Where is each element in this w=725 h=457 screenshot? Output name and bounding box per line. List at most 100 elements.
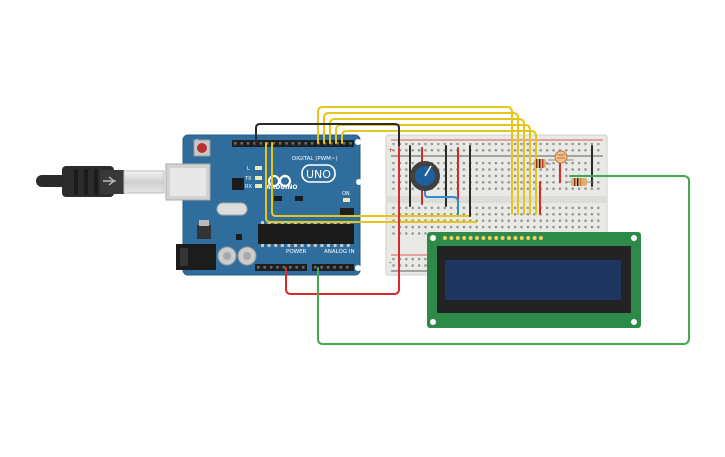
chip-pin xyxy=(327,244,330,247)
lcd-pin[interactable] xyxy=(443,236,447,240)
header-hole xyxy=(234,142,237,145)
digital-label: DIGITAL (PWM~) xyxy=(292,156,338,162)
led-on xyxy=(343,198,350,202)
yellow-wire xyxy=(317,106,513,215)
uno-logo-badge xyxy=(301,164,336,183)
wires[interactable] xyxy=(255,106,690,345)
chip-pin xyxy=(261,221,264,224)
header-hole xyxy=(276,266,279,269)
yellow-wire xyxy=(341,130,537,215)
chip-pin xyxy=(261,244,264,247)
header-hole xyxy=(320,266,323,269)
lcd-pin[interactable] xyxy=(532,236,537,240)
header-hole xyxy=(339,266,343,269)
lcd-pin[interactable] xyxy=(468,236,473,240)
header-hole xyxy=(301,266,305,269)
header-hole xyxy=(295,266,298,269)
lcd-pin[interactable] xyxy=(500,236,505,240)
crystal xyxy=(216,202,248,216)
chip-pin xyxy=(320,244,324,247)
red-wire xyxy=(285,147,400,295)
lcd-pin[interactable] xyxy=(481,236,486,240)
header-hole xyxy=(266,142,269,145)
lcd-screen xyxy=(445,260,621,300)
black-wire xyxy=(255,123,400,147)
header-hole xyxy=(278,142,282,145)
lcd-pin[interactable] xyxy=(539,236,543,240)
lcd-pin[interactable] xyxy=(507,236,511,240)
led-tx-label: TX xyxy=(244,176,252,182)
chip-pin xyxy=(280,244,284,247)
rail-minus-label: - xyxy=(389,259,392,267)
header-hole xyxy=(298,142,301,145)
lcd-pin[interactable] xyxy=(513,236,518,240)
led-l xyxy=(255,166,262,170)
power-header[interactable] xyxy=(255,264,307,271)
lcd-pin[interactable] xyxy=(519,236,524,240)
resistor[interactable] xyxy=(530,159,551,168)
lcd-pin[interactable] xyxy=(494,236,499,240)
arduino-brand: ARDUINO xyxy=(266,184,297,191)
yellow-wire xyxy=(329,118,525,215)
chip-pin xyxy=(333,244,337,247)
header-hole xyxy=(333,266,336,269)
potentiometer[interactable] xyxy=(410,161,440,191)
arduino-uno-board[interactable]: L TX RX ON − + ARDUINO UNO DIGITAL (PWM~… xyxy=(165,134,362,276)
chip-pin xyxy=(340,244,344,247)
lcd-pin[interactable] xyxy=(455,236,460,240)
lcd-16x2[interactable] xyxy=(427,232,641,328)
power-label: POWER xyxy=(286,249,307,255)
led-rx xyxy=(255,184,262,188)
lcd-pin[interactable] xyxy=(449,236,454,240)
header-hole xyxy=(253,142,256,145)
chip-pin xyxy=(307,244,311,247)
green-wire xyxy=(317,175,690,345)
header-hole xyxy=(269,266,273,269)
photoresistor[interactable] xyxy=(548,150,574,164)
usb-symbol-icon xyxy=(103,176,116,186)
analog-header[interactable] xyxy=(312,264,354,271)
header-hole xyxy=(282,266,286,269)
yellow-wire xyxy=(271,142,471,217)
chip-pin xyxy=(287,244,291,247)
yellow-wire xyxy=(335,124,531,215)
blue-wire xyxy=(424,187,459,215)
svg-text:+: + xyxy=(282,173,287,180)
header-hole xyxy=(272,142,275,145)
header-hole xyxy=(304,142,307,145)
header-hole xyxy=(346,266,349,269)
led-l-label: L xyxy=(247,166,250,172)
header-hole xyxy=(246,142,250,145)
led-on-label: ON xyxy=(342,191,350,197)
lcd-pin[interactable] xyxy=(487,236,492,240)
header-hole xyxy=(349,142,352,145)
chip-pin xyxy=(300,244,304,247)
resistor[interactable] xyxy=(566,178,594,186)
header-hole xyxy=(342,142,346,145)
header-hole xyxy=(330,142,333,145)
yellow-wire xyxy=(265,142,477,223)
header-hole xyxy=(314,266,317,269)
chip-pin xyxy=(346,244,350,247)
chip-pin xyxy=(294,244,297,247)
led-rx-label: RX xyxy=(245,184,252,190)
yellow-wire xyxy=(323,112,519,215)
chip-pin xyxy=(313,244,317,247)
header-hole xyxy=(240,142,243,145)
header-hole xyxy=(310,142,314,145)
usb-cable[interactable] xyxy=(36,166,165,197)
lcd-pin[interactable] xyxy=(462,236,467,240)
header-hole xyxy=(291,142,295,145)
atmega-chip xyxy=(258,224,354,244)
header-hole xyxy=(263,266,266,269)
header-hole xyxy=(259,142,263,145)
uno-logo: UNO xyxy=(306,168,331,181)
lcd-pin[interactable] xyxy=(526,236,531,240)
header-hole xyxy=(326,266,330,269)
header-hole xyxy=(289,266,292,269)
lcd-pin[interactable] xyxy=(475,236,479,240)
header-hole xyxy=(285,142,288,145)
header-hole xyxy=(336,142,339,145)
analog-in-label: ANALOG IN xyxy=(324,249,355,255)
